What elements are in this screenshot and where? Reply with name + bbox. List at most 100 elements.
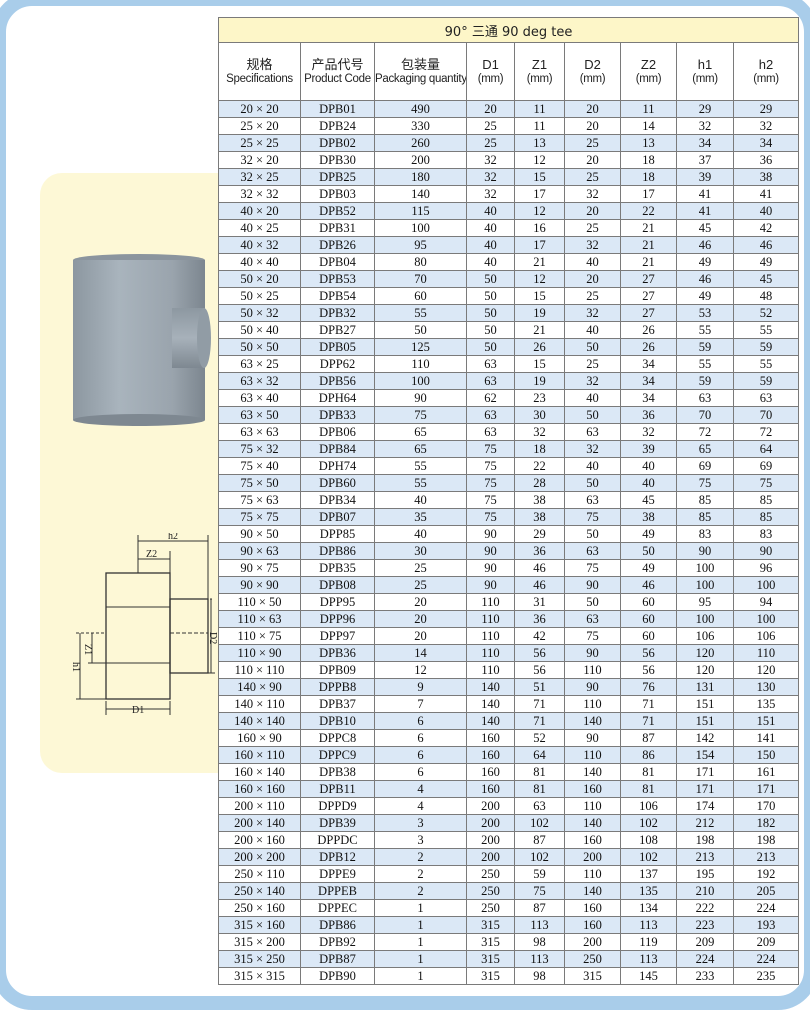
cell-specifications: 50 × 32 [218, 304, 301, 322]
cell-h1: 37 [676, 151, 734, 169]
cell-h1: 59 [676, 338, 734, 356]
cell-z2: 87 [620, 729, 677, 747]
cell-specifications: 250 × 110 [218, 865, 301, 883]
cell-specifications: 75 × 50 [218, 474, 301, 492]
cell-h1: 41 [676, 202, 734, 220]
cell-packaging-quantity: 6 [374, 712, 467, 730]
cell-d1: 50 [466, 304, 515, 322]
cell-h2: 70 [732, 406, 800, 424]
cell-specifications: 315 × 160 [218, 916, 301, 934]
cell-specifications: 63 × 50 [218, 406, 301, 424]
cell-z1: 23 [514, 389, 565, 407]
cell-h2: 32 [732, 117, 800, 135]
cell-packaging-quantity: 110 [374, 355, 467, 373]
cell-z2: 18 [620, 151, 677, 169]
cell-product-code: DPP95 [300, 593, 375, 611]
cell-z1: 30 [514, 406, 565, 424]
cell-h1: 90 [676, 542, 734, 560]
cell-product-code: DPB03 [300, 185, 375, 203]
cell-specifications: 110 × 90 [218, 644, 301, 662]
cell-d2: 20 [564, 100, 621, 118]
cell-z2: 45 [620, 491, 677, 509]
cell-z2: 27 [620, 270, 677, 288]
cell-h1: 154 [676, 746, 734, 764]
cell-product-code: DPP85 [300, 525, 375, 543]
cell-d1: 250 [466, 865, 515, 883]
cell-h1: 85 [676, 508, 734, 526]
cell-z2: 26 [620, 321, 677, 339]
cell-h1: 171 [676, 763, 734, 781]
cell-product-code: DPB24 [300, 117, 375, 135]
header-secondary-label: (mm) [692, 72, 718, 85]
cell-product-code: DPB37 [300, 695, 375, 713]
cell-packaging-quantity: 65 [374, 440, 467, 458]
cell-d2: 32 [564, 440, 621, 458]
cell-d2: 32 [564, 185, 621, 203]
cell-h2: 182 [732, 814, 800, 832]
cell-packaging-quantity: 7 [374, 695, 467, 713]
cell-product-code: DPB33 [300, 406, 375, 424]
cell-h1: 174 [676, 797, 734, 815]
cell-h2: 59 [732, 338, 800, 356]
cell-specifications: 200 × 160 [218, 831, 301, 849]
cell-z2: 34 [620, 372, 677, 390]
cell-z2: 106 [620, 797, 677, 815]
cell-product-code: DPB35 [300, 559, 375, 577]
header-secondary-label: Product Code [304, 72, 371, 85]
cell-d2: 20 [564, 270, 621, 288]
cell-specifications: 40 × 32 [218, 236, 301, 254]
cell-d2: 110 [564, 746, 621, 764]
cell-d1: 140 [466, 678, 515, 696]
header-secondary-label: Specifications [226, 72, 293, 85]
cell-d2: 250 [564, 950, 621, 968]
cell-d2: 110 [564, 797, 621, 815]
cell-h2: 100 [732, 610, 800, 628]
cell-h2: 75 [732, 474, 800, 492]
cell-d1: 75 [466, 457, 515, 475]
cell-h1: 142 [676, 729, 734, 747]
cell-d1: 32 [466, 185, 515, 203]
header-primary-label: Z2 [640, 56, 657, 72]
cell-specifications: 200 × 140 [218, 814, 301, 832]
cell-z1: 38 [514, 491, 565, 509]
cell-d1: 250 [466, 899, 515, 917]
cell-z1: 28 [514, 474, 565, 492]
cell-product-code: DPH64 [300, 389, 375, 407]
cell-d2: 140 [564, 814, 621, 832]
cell-d1: 200 [466, 814, 515, 832]
cell-specifications: 40 × 20 [218, 202, 301, 220]
cell-product-code: DPB30 [300, 151, 375, 169]
cell-h1: 171 [676, 780, 734, 798]
cell-z1: 102 [514, 848, 565, 866]
cell-h1: 198 [676, 831, 734, 849]
cell-z1: 87 [514, 831, 565, 849]
cell-h1: 100 [676, 576, 734, 594]
cell-d2: 32 [564, 236, 621, 254]
cell-packaging-quantity: 75 [374, 406, 467, 424]
cell-product-code: DPB06 [300, 423, 375, 441]
cell-z1: 46 [514, 559, 565, 577]
cell-specifications: 90 × 50 [218, 525, 301, 543]
cell-h2: 100 [732, 576, 800, 594]
cell-z2: 18 [620, 168, 677, 186]
cell-z1: 42 [514, 627, 565, 645]
cell-d1: 63 [466, 372, 515, 390]
cell-d2: 90 [564, 644, 621, 662]
cell-packaging-quantity: 55 [374, 457, 467, 475]
cell-h2: 198 [732, 831, 800, 849]
cell-z1: 15 [514, 287, 565, 305]
cell-z1: 12 [514, 270, 565, 288]
cell-d1: 140 [466, 712, 515, 730]
cell-h1: 75 [676, 474, 734, 492]
header-secondary-label: Packaging quantity (PC/BX) [375, 72, 467, 85]
tee-dimension-drawing: h2 Z2 D2 Z1 h1 D1 [70, 533, 218, 716]
cell-h2: 59 [732, 372, 800, 390]
cell-h2: 224 [732, 899, 800, 917]
cell-h2: 64 [732, 440, 800, 458]
